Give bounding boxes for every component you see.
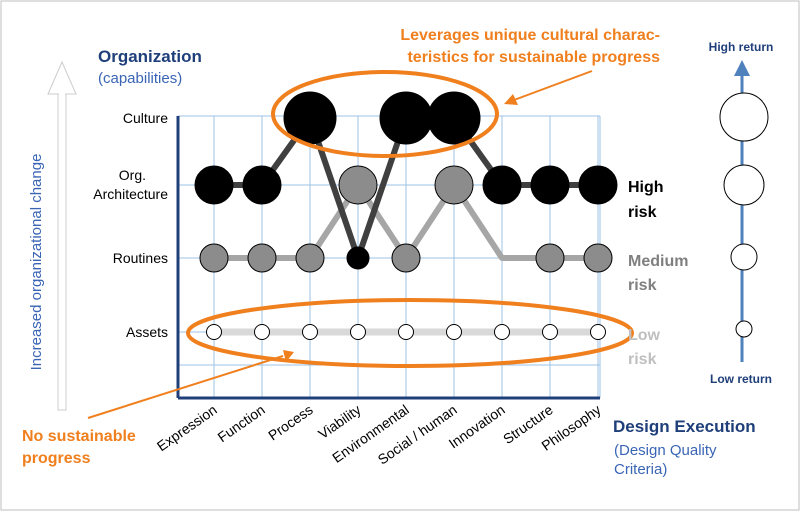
- series-2-point-philosophy: [583, 243, 613, 273]
- y-level-label-culture: Culture: [123, 110, 168, 126]
- series-3-point-expression: [206, 324, 222, 340]
- series-1-point-philosophy: [578, 165, 618, 205]
- high-return-label: High return: [709, 40, 774, 54]
- y-level-label-org-architecture: Org.Architecture: [93, 167, 168, 202]
- axes: [176, 116, 600, 400]
- series-1-point-innovation: [482, 165, 522, 205]
- series-2-point-environmental: [391, 243, 421, 273]
- series-3-point-process: [302, 324, 318, 340]
- bottom-callout-arrow: [87, 350, 294, 419]
- series-2-point-viability: [338, 165, 378, 205]
- series-2-point-structure: [535, 243, 565, 273]
- series-2-point-process: [295, 243, 325, 273]
- low-return-label: Low return: [710, 372, 772, 386]
- series-2-point-function: [247, 243, 277, 273]
- return-circle-md: [730, 243, 758, 271]
- culture-highlight-ellipse: [271, 70, 499, 158]
- x-category-label-process: Process: [265, 401, 316, 443]
- series-2-point-social-human: [434, 165, 474, 205]
- series-1-point-viability: [346, 246, 370, 270]
- series-2-point-expression: [199, 243, 229, 273]
- low-risk-label-line2: risk: [628, 351, 657, 368]
- bottom-callout-line2: progress: [22, 450, 91, 467]
- top-callout-line1: Leverages unique cultural charac-: [400, 27, 660, 44]
- series-1-point-expression: [194, 165, 234, 205]
- series-1-point-environmental: [379, 91, 433, 145]
- medium-risk-label-line2: risk: [628, 277, 657, 294]
- x-axis-subtitle-line1: (Design Quality: [614, 442, 717, 459]
- series-3-point-social-human: [446, 324, 462, 340]
- return-scale: [719, 60, 769, 362]
- series-3-point-innovation: [494, 324, 510, 340]
- x-category-label-expression: Expression: [154, 401, 220, 454]
- series-1-point-function: [242, 165, 282, 205]
- bottom-callout-line1: No sustainable: [22, 428, 136, 445]
- return-scale-arrowhead: [734, 60, 750, 76]
- y-level-label-assets: Assets: [126, 324, 168, 340]
- top-callout-line2: teristics for sustainable progress: [407, 49, 660, 66]
- series-1-point-structure: [530, 165, 570, 205]
- top-callout-arrow: [504, 70, 593, 105]
- x-category-label-function: Function: [215, 401, 268, 445]
- series-3-point-structure: [542, 324, 558, 340]
- y-axis-title: Organization: [98, 47, 202, 66]
- return-circle-sm: [735, 320, 753, 338]
- x-axis-subtitle-line2: Criteria): [614, 461, 667, 478]
- medium-risk-label-line1: Medium: [628, 253, 688, 270]
- series-3-point-viability: [350, 324, 366, 340]
- return-circle-lg: [723, 164, 765, 206]
- y-level-label-routines: Routines: [113, 250, 168, 266]
- series-3-point-philosophy: [590, 324, 606, 340]
- data-points: [194, 91, 618, 340]
- return-circle-xl: [719, 92, 769, 142]
- series-1-point-social-human: [427, 91, 481, 145]
- low-risk-label-line1: Low: [628, 327, 661, 344]
- x-axis-title: Design Execution: [613, 417, 756, 436]
- series-3-point-environmental: [398, 324, 414, 340]
- high-risk-label-line1: High: [628, 179, 664, 196]
- assets-highlight-ellipse: [186, 298, 634, 368]
- high-risk-label-line2: risk: [628, 204, 657, 221]
- series-3-point-function: [254, 324, 270, 340]
- increased-change-arrow: [47, 60, 77, 411]
- increased-change-label: Increased organizational change: [28, 154, 45, 371]
- y-axis-subtitle: (capabilities): [98, 70, 182, 87]
